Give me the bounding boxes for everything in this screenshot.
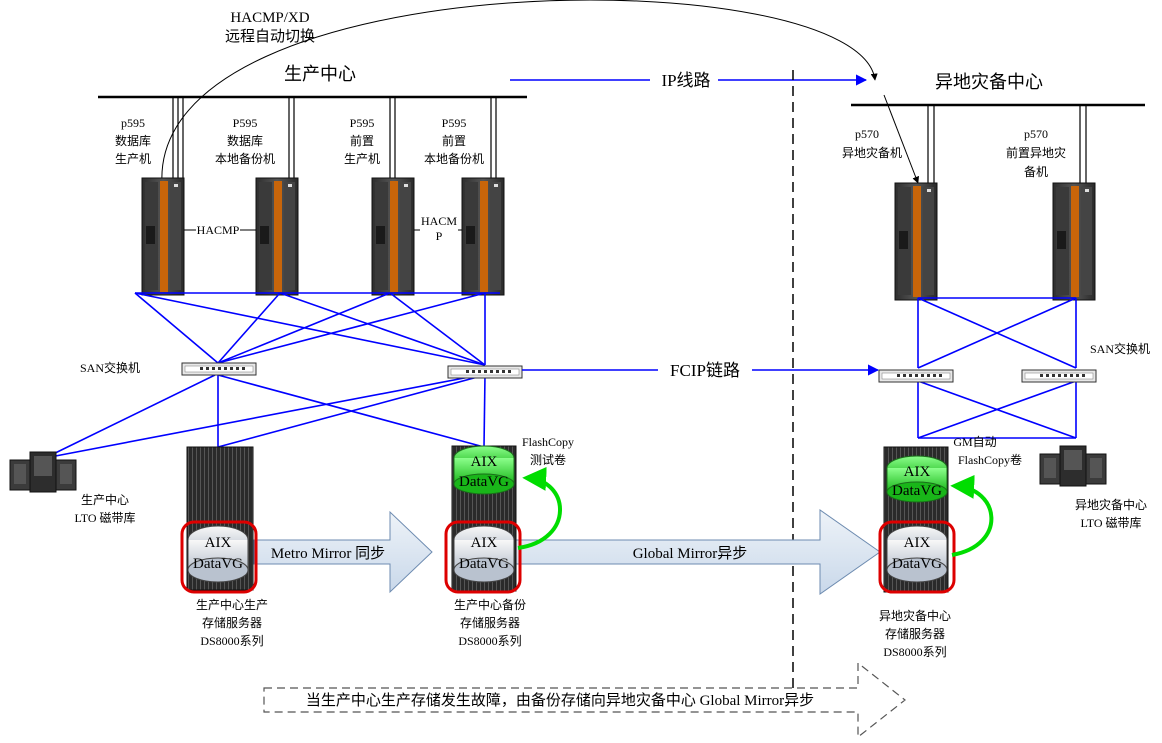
storage-ds8000-dr <box>878 446 994 594</box>
hacmp-xd-label-1: HACMP/XD <box>230 10 309 26</box>
san-switch-prod-1 <box>181 362 257 376</box>
san-fabric-dr <box>917 297 1077 439</box>
svg-text:P595: P595 <box>233 116 258 130</box>
svg-text:前置: 前置 <box>442 133 466 148</box>
tape-prod-label-1: 生产中心 <box>81 492 129 507</box>
san-switch-prod-2 <box>447 365 523 379</box>
hacmp-label-right-1: HACM <box>421 214 457 228</box>
svg-text:p570: p570 <box>1024 127 1048 141</box>
metro-mirror-arrow <box>253 510 433 594</box>
backup-flashcopy-arrow <box>517 466 562 550</box>
storage-label-backup: 生产中心备份 存储服务器 DS8000系列 <box>454 597 526 648</box>
svg-text:生产中心生产: 生产中心生产 <box>196 597 268 612</box>
dr-green-aix-label: AIX <box>904 464 931 480</box>
svg-text:前置: 前置 <box>350 133 374 148</box>
svg-text:DS8000系列: DS8000系列 <box>458 634 521 648</box>
hacmp-xd-arc <box>161 0 878 185</box>
svg-text:本地备份机: 本地备份机 <box>424 152 484 166</box>
server-p595-db-backup <box>255 177 299 296</box>
dr-flashcopy-arrow <box>950 474 994 557</box>
svg-text:本地备份机: 本地备份机 <box>215 152 275 166</box>
server-p595-front-backup <box>461 177 505 296</box>
storage-ds8000-prod <box>180 446 258 594</box>
san-switch-dr-2 <box>1021 369 1097 383</box>
svg-text:数据库: 数据库 <box>227 133 263 148</box>
hacmp-label-bg <box>196 222 240 238</box>
tape-dr-label-1: 异地灾备中心 <box>1075 497 1147 512</box>
svg-text:生产机: 生产机 <box>344 152 380 166</box>
server-label-p595-db-backup: P595 数据库 本地备份机 <box>215 116 275 166</box>
svg-text:DS8000系列: DS8000系列 <box>883 645 946 659</box>
server-label-p595-db-prod: p595 数据库 生产机 <box>115 116 151 166</box>
san-switch-dr-1 <box>878 369 954 383</box>
svg-text:生产机: 生产机 <box>115 152 151 166</box>
gm-flashcopy-label-2: FlashCopy卷 <box>958 452 1022 467</box>
backup-green-datavg-label: DataVG <box>459 474 509 490</box>
storage-label-dr: 异地灾备中心 存储服务器 DS8000系列 <box>879 608 951 659</box>
tape-library-dr <box>1039 445 1107 487</box>
dr-datavg-label: DataVG <box>892 556 942 572</box>
svg-text:生产中心备份: 生产中心备份 <box>454 597 526 612</box>
svg-text:DS8000系列: DS8000系列 <box>200 634 263 648</box>
dr-volume-highlight <box>878 520 956 594</box>
failover-arrow <box>263 661 906 739</box>
dr-aix-label: AIX <box>904 535 931 551</box>
failover-label: 当生产中心生产存储发生故障，由备份存储向异地灾备中心 Global Mirror… <box>306 691 814 709</box>
svg-text:存储服务器: 存储服务器 <box>202 615 262 630</box>
network-drops <box>172 97 1087 183</box>
svg-text:备机: 备机 <box>1024 165 1048 179</box>
prod-datavg-label: DataVG <box>193 556 243 572</box>
san-fabric-production <box>44 292 500 459</box>
prod-volume-highlight <box>180 520 258 594</box>
server-label-p595-front-prod: P595 前置 生产机 <box>344 116 380 166</box>
hacmp-xd-label-2: 远程自动切换 <box>225 28 315 45</box>
tape-dr-label-2: LTO 磁带库 <box>1080 515 1141 530</box>
storage-label-prod: 生产中心生产 存储服务器 DS8000系列 <box>196 597 268 648</box>
prod-aix-label: AIX <box>205 535 232 551</box>
tape-library-prod <box>9 451 77 493</box>
svg-text:存储服务器: 存储服务器 <box>885 626 945 641</box>
svg-text:p595: p595 <box>121 116 145 130</box>
svg-text:异地灾备中心: 异地灾备中心 <box>879 608 951 623</box>
server-p595-db-prod <box>141 177 185 296</box>
hacmp-label-left: HACMP <box>197 223 240 237</box>
global-mirror-arrow <box>514 509 881 595</box>
tape-prod-label-2: LTO 磁带库 <box>74 510 135 525</box>
server-label-p595-front-backup: P595 前置 本地备份机 <box>424 116 484 166</box>
server-p595-front-prod <box>371 177 415 296</box>
production-center-title: 生产中心 <box>284 64 356 84</box>
backup-green-aix-label: AIX <box>471 454 498 470</box>
svg-text:异地灾备机: 异地灾备机 <box>842 145 902 160</box>
dr-green-datavg-label: DataVG <box>892 483 942 499</box>
san-switch-label-prod: SAN交换机 <box>80 360 140 375</box>
san-switch-label-dr: SAN交换机 <box>1090 341 1150 356</box>
svg-text:P595: P595 <box>442 116 467 130</box>
storage-ds8000-backup <box>444 445 562 594</box>
server-p570-dr <box>894 182 938 301</box>
server-p570-front-dr <box>1052 182 1096 301</box>
ip-link-label: IP线路 <box>661 71 710 90</box>
metro-mirror-label: Metro Mirror 同步 <box>271 545 385 562</box>
global-mirror-label: Global Mirror异步 <box>633 545 748 562</box>
svg-text:p570: p570 <box>855 127 879 141</box>
svg-text:数据库: 数据库 <box>115 133 151 148</box>
hacmp-right-bg <box>420 210 458 244</box>
server-label-p570-front-dr: p570 前置异地灾 备机 <box>1006 127 1066 179</box>
backup-volume-highlight <box>444 520 522 594</box>
backup-datavg-label: DataVG <box>459 556 509 572</box>
backup-aix-label: AIX <box>471 535 498 551</box>
dr-center-title: 异地灾备中心 <box>935 72 1043 92</box>
flashcopy-test-label-2: 测试卷 <box>530 452 566 467</box>
server-label-p570-dr: p570 异地灾备机 <box>842 127 902 160</box>
hacmp-xd-arc-tail <box>883 94 919 184</box>
hacmp-label-right-2: P <box>436 229 443 243</box>
svg-text:存储服务器: 存储服务器 <box>460 615 520 630</box>
fcip-link-label: FCIP链路 <box>670 361 740 380</box>
svg-text:P595: P595 <box>350 116 375 130</box>
svg-text:前置异地灾: 前置异地灾 <box>1006 145 1066 160</box>
gm-flashcopy-label-1: GM自动 <box>953 435 996 449</box>
flashcopy-test-label-1: FlashCopy <box>522 435 574 449</box>
